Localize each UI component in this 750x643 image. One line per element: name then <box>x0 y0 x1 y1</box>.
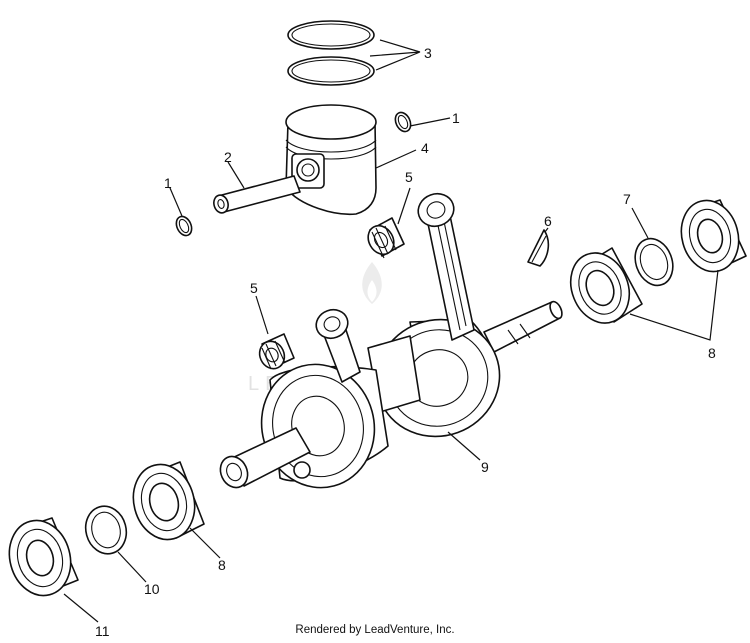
callout-10-ring: 10 <box>144 581 160 597</box>
oil-seal-right <box>680 199 747 273</box>
piston <box>285 104 377 216</box>
spacer-ring-left <box>84 505 128 555</box>
needle-bearing-upper <box>367 217 405 259</box>
callout-8-right: 8 <box>708 345 716 361</box>
callout-7-ring: 7 <box>623 191 631 207</box>
callout-1-circlip-left: 1 <box>164 175 172 191</box>
main-bearing-left <box>132 461 205 541</box>
crankshaft <box>219 300 563 489</box>
main-bearing-inner-right <box>569 247 643 324</box>
callout-5-bearing-lower: 5 <box>250 280 258 296</box>
circlip-left <box>175 215 193 237</box>
oil-seal-left <box>8 517 79 597</box>
wrist-pin <box>213 175 301 214</box>
connecting-rod-left <box>315 308 361 383</box>
callout-9-crankshaft: 9 <box>481 459 489 475</box>
leader-lines <box>63 39 719 623</box>
callout-6-key: 6 <box>544 213 552 229</box>
callout-3-piston-rings: 3 <box>424 45 432 61</box>
circlip-right <box>394 111 412 133</box>
connecting-rod-right <box>417 192 475 341</box>
spacer-ring-right <box>634 237 674 287</box>
callout-2-wrist-pin: 2 <box>224 149 232 165</box>
piston-rings <box>287 20 375 86</box>
callout-1-circlip-right: 1 <box>452 110 460 126</box>
callout-4-piston: 4 <box>421 140 429 156</box>
needle-bearing-lower <box>258 333 295 370</box>
callout-labels: 1 2 3 4 1 5 6 7 5 8 9 8 10 11 <box>95 45 716 639</box>
callout-11-seal: 11 <box>95 623 110 639</box>
callout-8-left: 8 <box>218 557 226 573</box>
footer-credit: Rendered by LeadVenture, Inc. <box>295 624 455 636</box>
callout-5-bearing-upper: 5 <box>405 169 413 185</box>
woodruff-key <box>527 229 550 267</box>
